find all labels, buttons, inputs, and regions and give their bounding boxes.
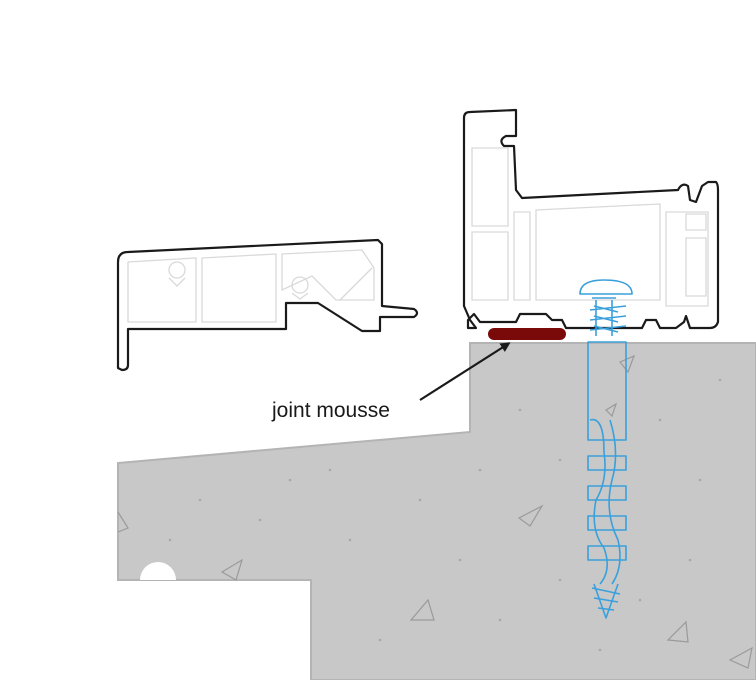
drip-groove (140, 562, 176, 580)
callout-joint-mousse: joint mousse (271, 399, 390, 422)
aggregate-texture (117, 354, 753, 669)
sill-cover-profile (116, 238, 419, 372)
aggregate-dots (168, 378, 722, 652)
window-frame-profile (462, 108, 720, 330)
leader-arrow-icon (419, 342, 511, 401)
concrete-wall (117, 342, 756, 681)
screw-with-dowel-icon (579, 279, 633, 619)
